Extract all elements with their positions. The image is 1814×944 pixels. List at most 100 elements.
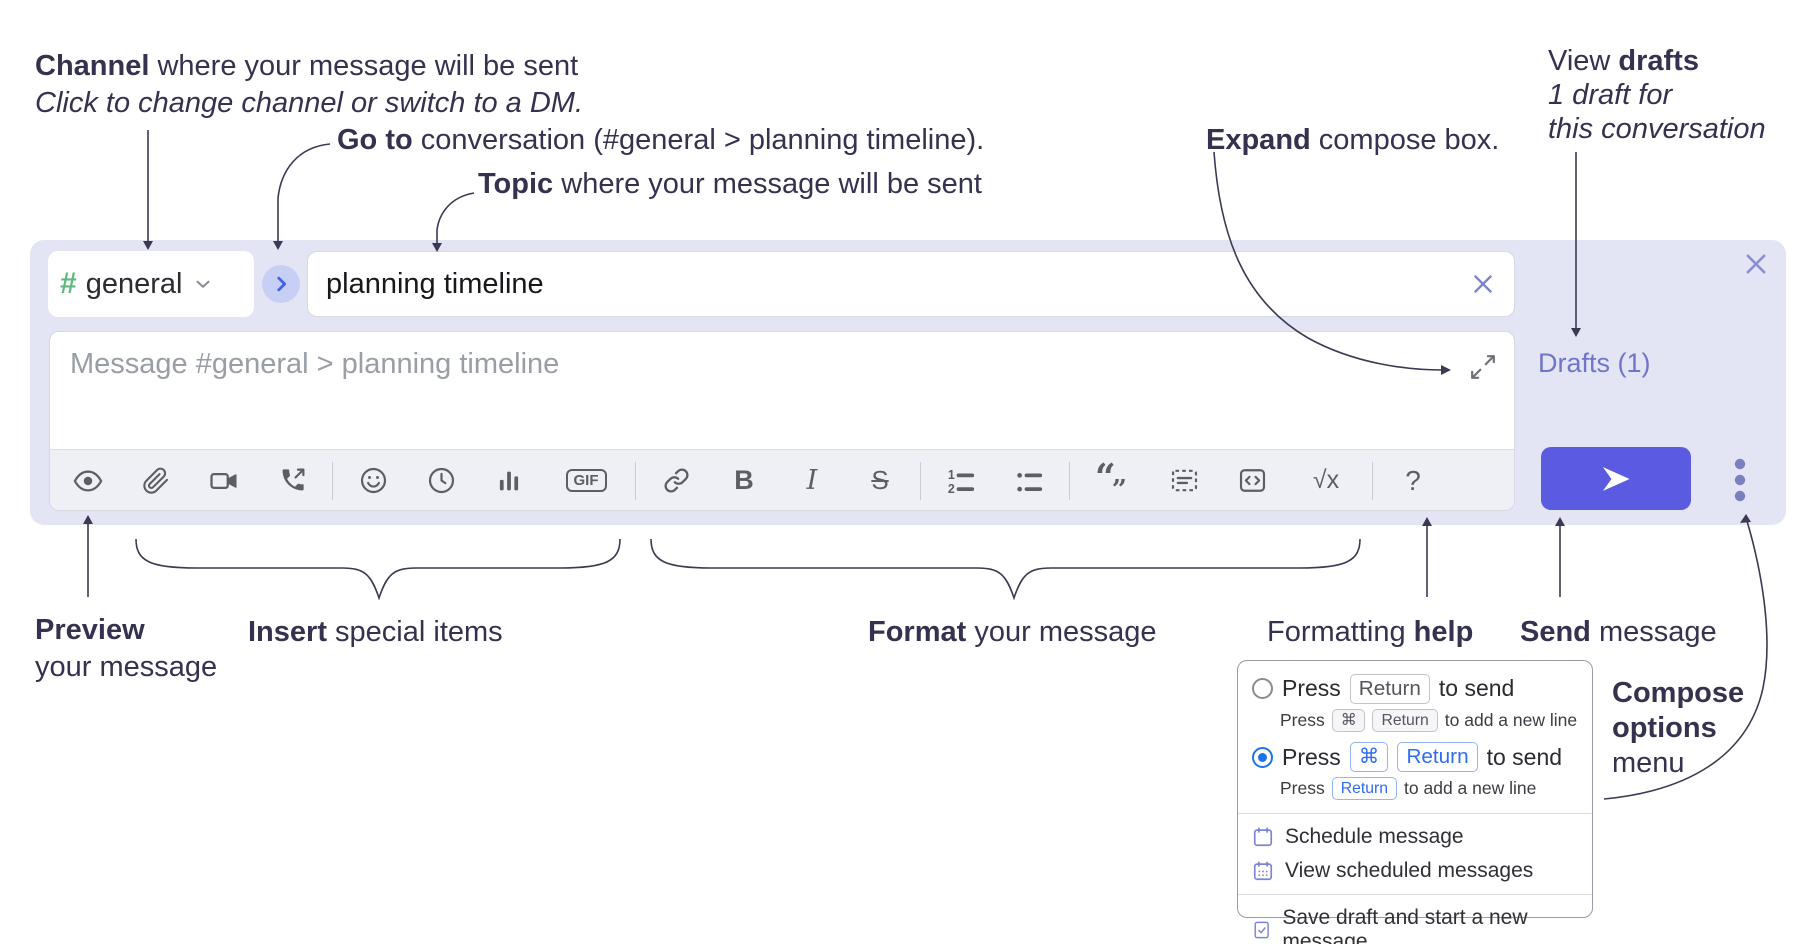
clear-topic-icon[interactable] <box>1470 271 1496 297</box>
compose-options-popup: Press Return to send Press ⌘ Return to a… <box>1237 660 1593 944</box>
toolbar-divider <box>332 461 333 500</box>
numbered-list-icon: 1 2 <box>948 468 975 495</box>
enter-sends-hint: Press ⌘ Return to add a new line <box>1238 707 1592 739</box>
menu-item-label: Schedule message <box>1285 825 1464 849</box>
video-camera-icon <box>210 472 237 489</box>
attach-file-button[interactable] <box>139 464 173 498</box>
add-gif-button[interactable]: GIF <box>560 464 612 498</box>
code-button[interactable] <box>1235 464 1269 498</box>
preview-button[interactable] <box>71 464 105 498</box>
option-text: to send <box>1438 675 1515 702</box>
insert-link-button[interactable] <box>659 464 693 498</box>
insert-annotation: Insert special items <box>248 616 503 648</box>
quote-button[interactable]: “ ” <box>1093 456 1133 504</box>
draft-check-icon <box>1254 921 1269 939</box>
topic-input[interactable]: planning timeline <box>307 251 1515 317</box>
bold-button[interactable]: B <box>727 464 761 498</box>
return-key: Return <box>1397 742 1478 773</box>
format-group-brace <box>650 538 1361 601</box>
menu-divider <box>1238 894 1592 896</box>
insert-group-brace <box>135 538 621 601</box>
cmd-key: ⌘ <box>1349 742 1389 773</box>
topic-pointer-curve <box>436 192 475 245</box>
toolbar-divider <box>635 461 636 500</box>
close-compose-icon[interactable] <box>1742 250 1770 278</box>
chevron-down-icon <box>196 280 210 288</box>
view-drafts-annotation: View drafts 1 draft for this conversatio… <box>1548 45 1766 145</box>
bulleted-list-button[interactable] <box>1012 464 1046 498</box>
channel-hash-icon: # <box>60 267 77 300</box>
smiley-icon <box>360 467 386 494</box>
toolbar-divider <box>920 461 921 500</box>
italic-icon: I <box>806 465 818 496</box>
drafts-link[interactable]: Drafts (1) <box>1538 348 1651 378</box>
calendar-icon <box>1253 827 1273 847</box>
toolbar-divider <box>1069 461 1070 500</box>
channel-name: general <box>85 267 183 300</box>
menu-item-save-draft-new-message[interactable]: Save draft and start a new message <box>1238 901 1592 944</box>
svg-text:2: 2 <box>948 481 955 495</box>
emoji-button[interactable] <box>356 464 390 498</box>
cmd-enter-sends-hint: Press Return to add a new line <box>1238 775 1592 807</box>
menu-item-label: View scheduled messages <box>1285 859 1534 883</box>
send-annotation: Send message <box>1520 616 1717 648</box>
menu-divider <box>1238 813 1592 815</box>
format-annotation: Format your message <box>868 616 1157 648</box>
expand-compose-icon[interactable] <box>1470 354 1496 380</box>
return-key: Return <box>1349 674 1430 704</box>
chevron-right-icon <box>277 276 287 292</box>
phone-call-icon <box>282 468 304 491</box>
numbered-list-button[interactable]: 1 2 <box>944 464 978 498</box>
vertical-ellipsis-icon <box>1734 458 1746 502</box>
clock-icon <box>428 467 454 494</box>
calendar-grid-icon <box>1253 861 1273 881</box>
strikethrough-button[interactable]: S <box>863 464 897 498</box>
cmd-key: ⌘ <box>1331 708 1366 733</box>
preview-annotation: Preview your message <box>35 614 218 683</box>
spoiler-button[interactable] <box>1167 464 1201 498</box>
channel-selector[interactable]: # general <box>48 251 254 317</box>
svg-text:1: 1 <box>948 468 955 482</box>
enter-sends-option[interactable]: Press Return to send <box>1238 671 1592 707</box>
paperclip-icon <box>143 467 169 494</box>
svg-text:“: “ <box>1095 456 1116 498</box>
message-placeholder: Message #general > planning timeline <box>70 348 560 380</box>
svg-text:”: ” <box>1112 473 1127 504</box>
menu-item-schedule-message[interactable]: Schedule message <box>1238 820 1592 854</box>
expand-annotation: Expand compose box. <box>1206 124 1500 156</box>
compose-box: # general planning timeline Message #gen… <box>30 240 1786 525</box>
radio-unselected[interactable] <box>1252 678 1273 700</box>
radio-selected[interactable] <box>1252 746 1273 768</box>
compose-options-menu-button[interactable] <box>1720 458 1760 502</box>
topic-annotation: Topic where your message will be sent <box>478 168 982 200</box>
help-icon: ? <box>1405 464 1421 496</box>
video-call-button[interactable] <box>207 464 241 498</box>
compose-options-annotation: Compose options menu <box>1612 677 1745 779</box>
send-plane-icon <box>1602 466 1630 491</box>
link-icon <box>663 468 689 493</box>
add-global-time-button[interactable] <box>424 464 458 498</box>
add-poll-button[interactable] <box>492 464 526 498</box>
math-icon: √x <box>1312 466 1340 494</box>
formatting-help-annotation: Formatting help <box>1267 616 1474 648</box>
message-formatting-help-button[interactable]: ? <box>1396 464 1430 498</box>
strikethrough-icon: S <box>871 465 889 495</box>
option-text: to send <box>1486 743 1563 770</box>
message-textarea[interactable]: Message #general > planning timeline <box>50 332 1514 449</box>
send-button[interactable] <box>1541 447 1691 510</box>
toolbar-divider <box>1372 461 1373 500</box>
math-button[interactable]: √x <box>1303 464 1349 498</box>
return-key: Return <box>1372 708 1438 733</box>
italic-button[interactable]: I <box>795 464 829 498</box>
quote-icon: “ ” <box>1095 456 1127 504</box>
cmd-enter-sends-option[interactable]: Press ⌘ Return to send <box>1238 739 1592 775</box>
audio-call-button[interactable] <box>275 464 309 498</box>
compose-toolbar: GIF B I S <box>50 449 1514 510</box>
message-panel: Message #general > planning timeline <box>49 331 1515 511</box>
eye-icon <box>73 469 103 492</box>
go-to-conversation-button[interactable] <box>262 265 300 303</box>
menu-item-view-scheduled-messages[interactable]: View scheduled messages <box>1238 854 1592 888</box>
topic-value: planning timeline <box>326 267 544 300</box>
return-key: Return <box>1331 777 1398 801</box>
